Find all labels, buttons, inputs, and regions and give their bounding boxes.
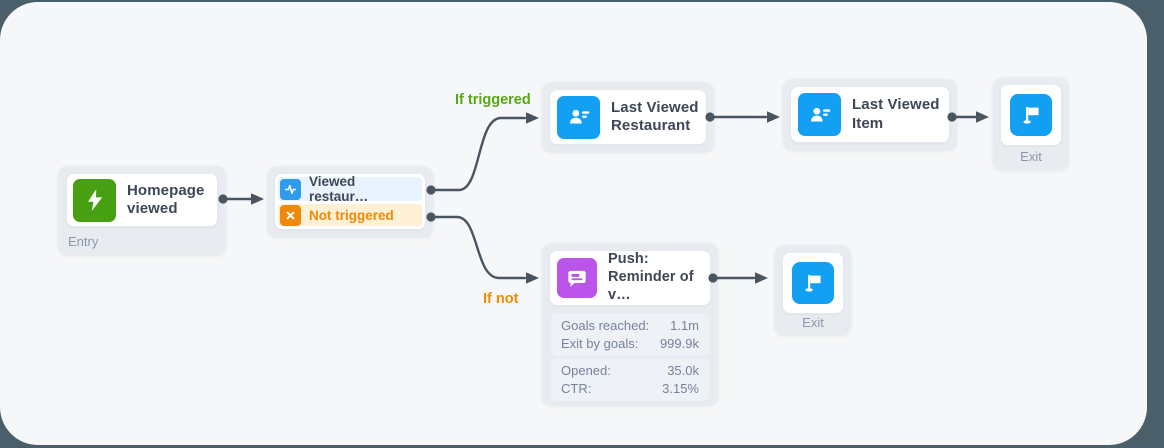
stat-ctr: CTR: 3.15% (561, 380, 699, 398)
last-viewed-restaurant-card[interactable]: Last Viewed Restaurant (549, 89, 707, 145)
entry-title: Homepage viewed (127, 181, 205, 217)
stat-ctr-value: 3.15% (662, 380, 699, 396)
entry-card[interactable]: Homepage viewed (66, 173, 218, 227)
lightning-icon (73, 178, 116, 222)
contact-card-icon (557, 95, 600, 139)
stat-goals-reached-label: Goals reached: (561, 318, 650, 333)
exit-bottom-label: Exit (802, 315, 824, 330)
node-exit-top[interactable]: Exit (993, 77, 1069, 170)
last-viewed-restaurant-title: Last Viewed Restaurant (611, 98, 699, 134)
chat-bubble-icon (557, 258, 597, 298)
if-not-edge-label: If not (483, 291, 519, 307)
x-icon (280, 204, 301, 226)
stat-exit-by-goals-value: 999.9k (659, 335, 699, 351)
stat-ctr-label: CTR: (561, 380, 592, 396)
entry-type-label: Entry (68, 234, 99, 249)
exit-bottom-card[interactable] (782, 252, 844, 314)
stat-opened-label: Opened: (561, 363, 611, 378)
node-push-reminder[interactable]: Push: Reminder of v… Goals reached: 1.1m… (542, 243, 718, 405)
last-viewed-item-title: Last Viewed Item (852, 96, 940, 132)
push-engagement-stats: Opened: 35.0k CTR: 3.15% (551, 358, 709, 401)
condition-branch-triggered[interactable]: Viewed restaur… (278, 174, 422, 204)
stat-goals-reached-value: 1.1m (670, 318, 699, 333)
exit-top-label: Exit (1020, 149, 1042, 164)
node-exit-bottom[interactable]: Exit (775, 245, 851, 335)
condition-branch-not-triggered-label: Not triggered (309, 207, 394, 223)
node-condition-viewed-restaurant[interactable]: Viewed restaur… Not triggered (267, 166, 433, 237)
stat-opened: Opened: 35.0k (561, 362, 699, 380)
node-entry-homepage-viewed[interactable]: Homepage viewed Entry (58, 166, 226, 255)
flag-icon (1010, 94, 1052, 136)
if-triggered-edge-label: If triggered (455, 92, 531, 108)
push-card[interactable]: Push: Reminder of v… (549, 250, 711, 306)
condition-branch-triggered-label: Viewed restaur… (309, 174, 369, 204)
flag-icon (792, 262, 834, 304)
node-last-viewed-restaurant[interactable]: Last Viewed Restaurant (542, 82, 714, 152)
exit-top-card[interactable] (1000, 84, 1062, 146)
node-last-viewed-item[interactable]: Last Viewed Item (783, 79, 957, 150)
condition-card[interactable]: Viewed restaur… Not triggered (274, 173, 426, 230)
stat-exit-by-goals-label: Exit by goals: (561, 335, 639, 351)
condition-branch-not-triggered[interactable]: Not triggered (278, 204, 422, 226)
push-title: Push: Reminder of v… (608, 251, 694, 303)
stat-exit-by-goals: Exit by goals: 999.9k (561, 335, 699, 353)
contact-card-icon (798, 93, 841, 136)
last-viewed-item-card[interactable]: Last Viewed Item (790, 86, 950, 143)
stat-opened-value: 35.0k (667, 363, 699, 378)
push-goal-stats: Goals reached: 1.1m Exit by goals: 999.9… (551, 313, 709, 356)
pulse-icon (280, 178, 301, 200)
stat-goals-reached: Goals reached: 1.1m (561, 317, 699, 335)
